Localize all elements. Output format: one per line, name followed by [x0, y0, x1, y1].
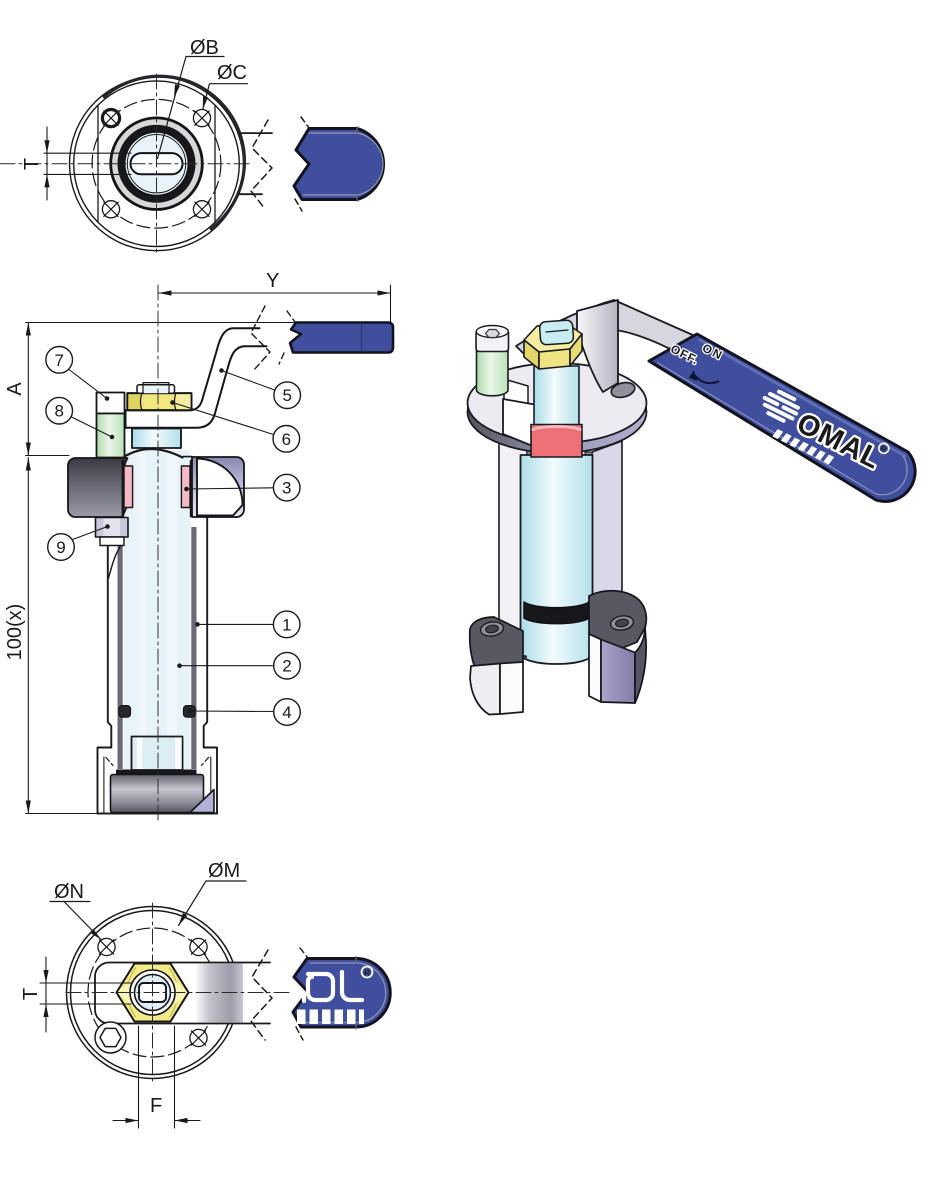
svg-text:9: 9	[56, 538, 65, 557]
svg-text:6: 6	[282, 430, 291, 449]
svg-text:ØB: ØB	[190, 37, 219, 59]
svg-text:ØC: ØC	[217, 62, 247, 84]
svg-text:3: 3	[282, 479, 291, 498]
svg-text:4: 4	[282, 703, 291, 722]
svg-text:T: T	[20, 988, 42, 1000]
svg-text:R: R	[879, 444, 888, 455]
svg-text:8: 8	[54, 402, 63, 421]
svg-text:ØN: ØN	[54, 881, 84, 903]
svg-text:100(x): 100(x)	[4, 604, 26, 661]
svg-text:7: 7	[54, 351, 63, 370]
svg-text:F: F	[150, 1095, 162, 1117]
svg-text:T: T	[21, 158, 43, 170]
svg-text:Y: Y	[266, 270, 279, 292]
svg-text:A: A	[4, 382, 26, 396]
svg-text:R: R	[364, 969, 370, 978]
svg-text:2: 2	[282, 657, 291, 676]
svg-text:5: 5	[282, 386, 291, 405]
svg-text:1: 1	[282, 615, 291, 634]
svg-text:ØM: ØM	[208, 860, 240, 882]
